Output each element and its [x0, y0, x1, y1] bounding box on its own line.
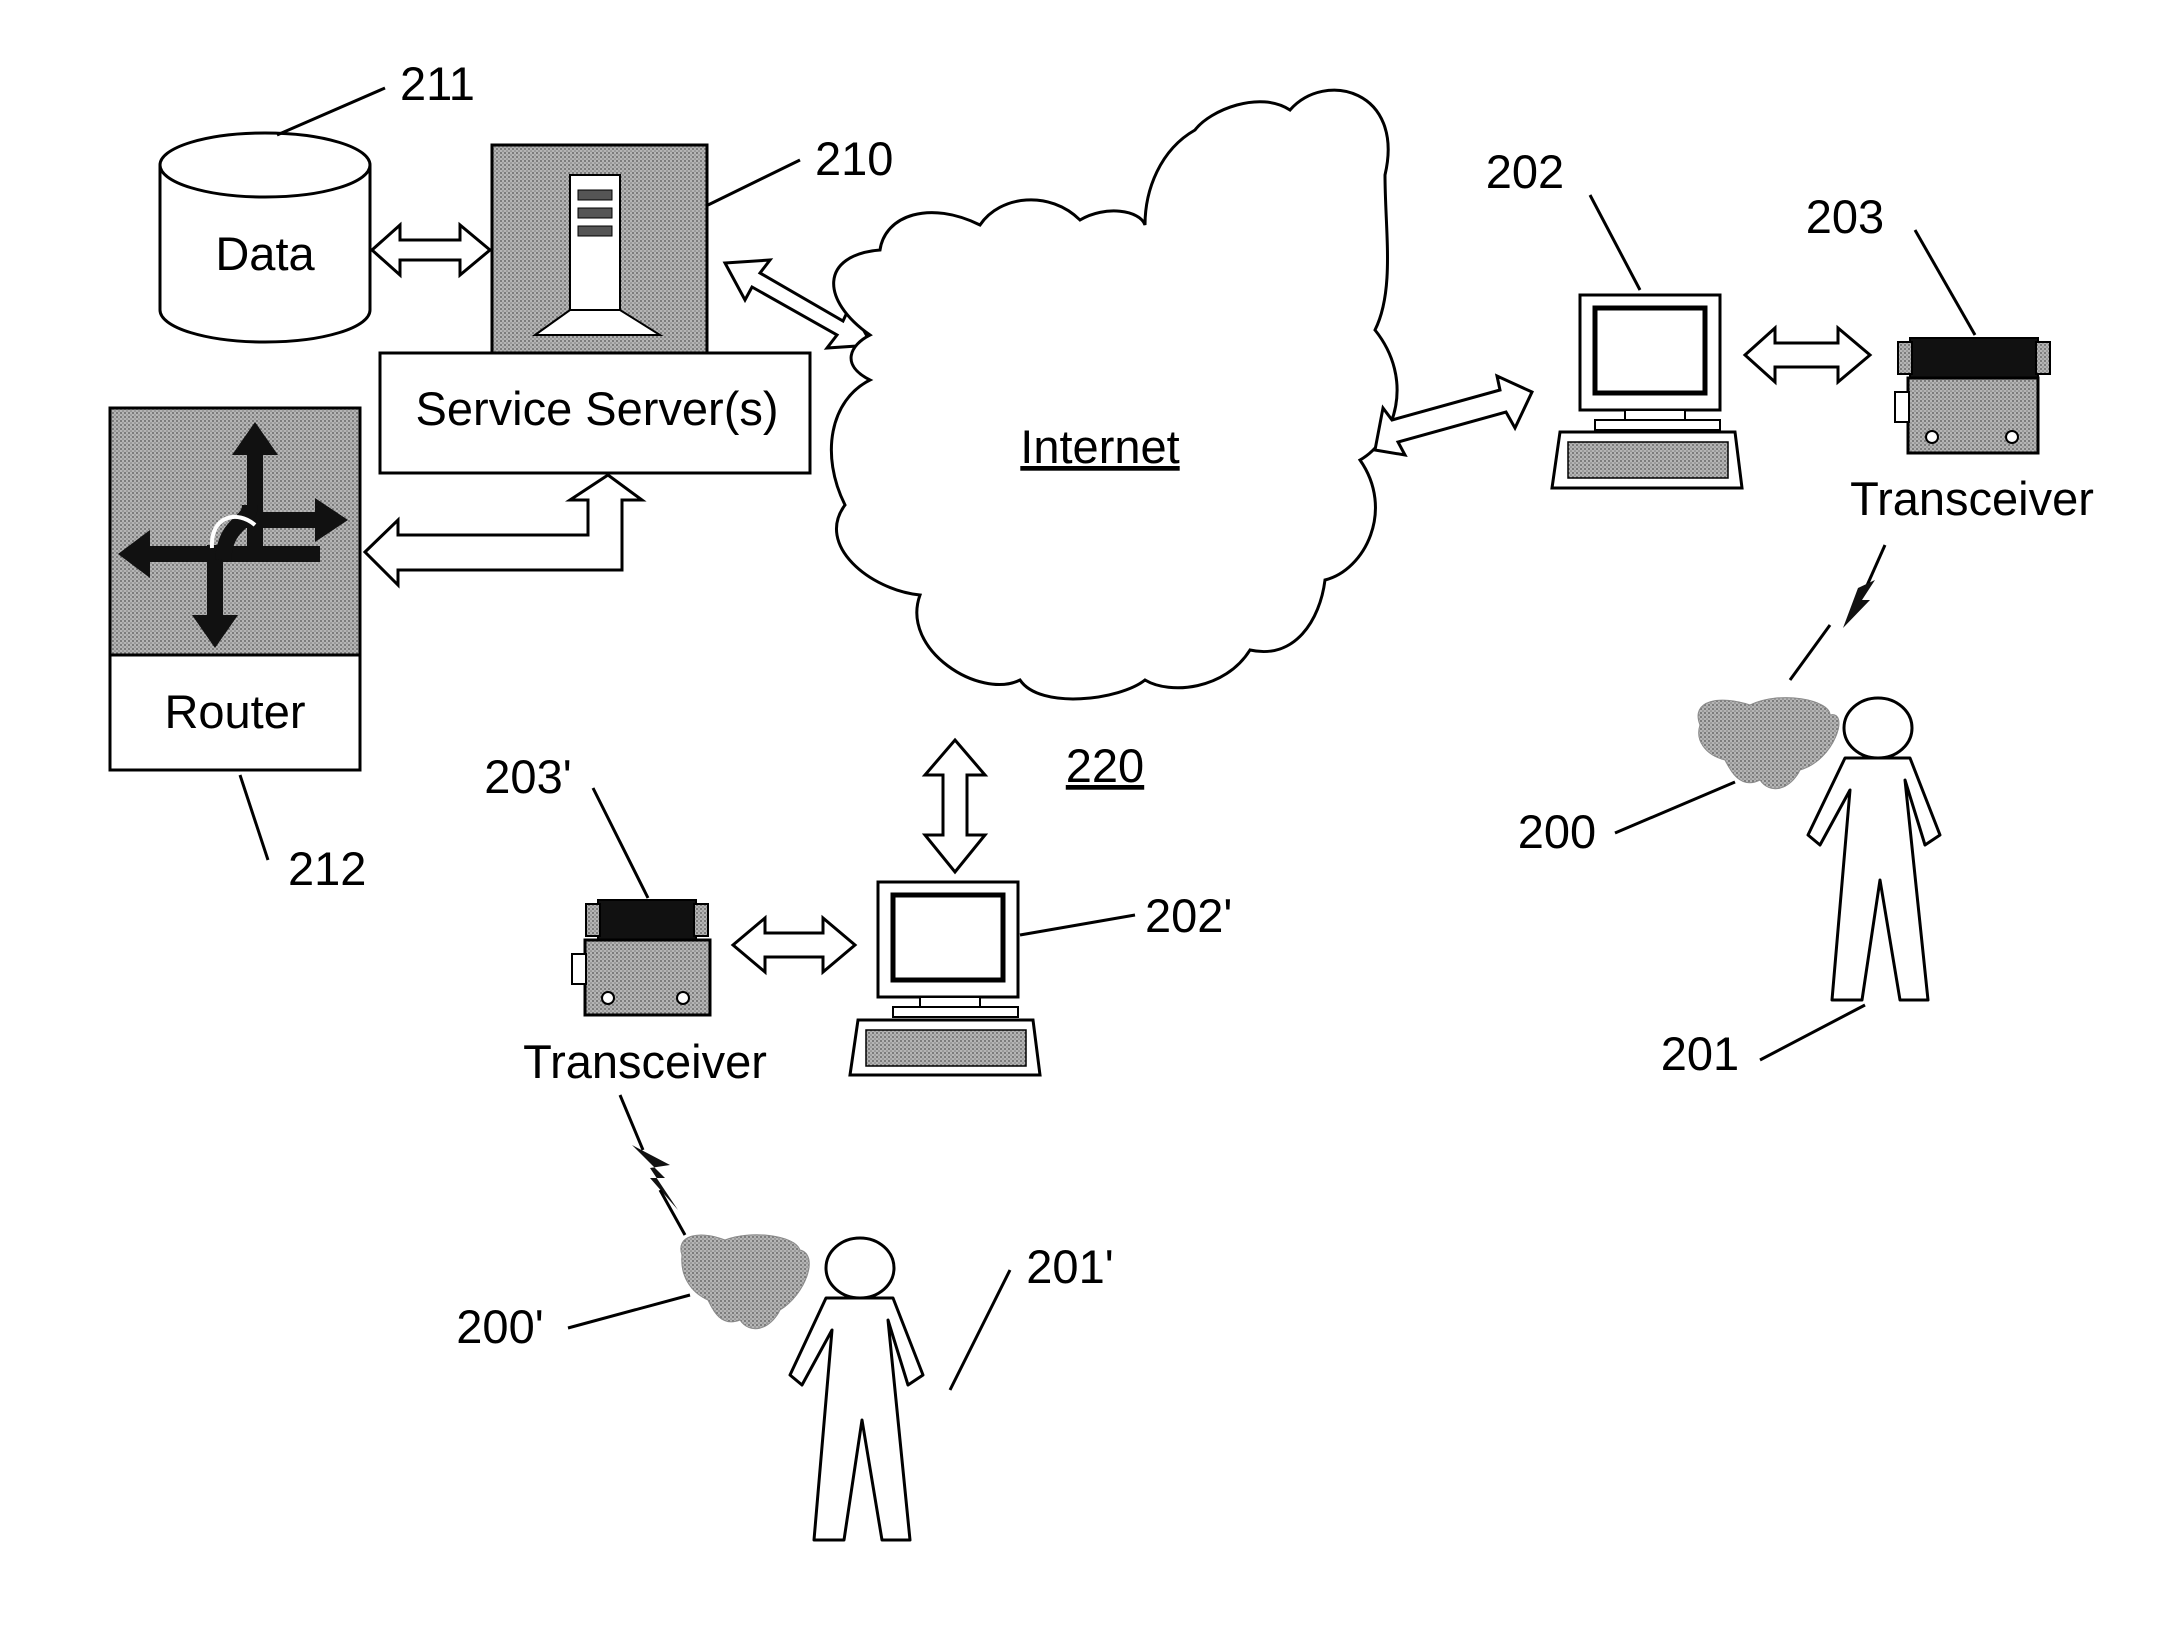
transceiver-right: Transceiver [1850, 337, 2094, 525]
arrow-data-server [369, 221, 493, 279]
server-tower-icon [531, 174, 664, 336]
ref-210: 210 [707, 132, 893, 207]
ref-203-prime-label: 203' [484, 750, 571, 803]
transceiver-right-label: Transceiver [1850, 472, 2094, 525]
ref-202-prime: 202' [1019, 889, 1232, 942]
person-left-icon [788, 1236, 925, 1542]
ref-200-prime: 200' [456, 1293, 691, 1353]
ref-203: 203 [1806, 190, 1977, 336]
ref-200: 200 [1518, 780, 1736, 858]
ref-202-prime-label: 202' [1145, 889, 1232, 942]
service-server-label: Service Server(s) [415, 382, 778, 435]
internet-label: Internet [1020, 420, 1179, 473]
heart-device-left-icon [680, 1234, 810, 1330]
router-crossed-arrows-icon [118, 422, 348, 648]
internet-cloud: Internet [829, 88, 1399, 701]
ref-211-label: 211 [400, 57, 475, 110]
ref-201: 201 [1661, 1003, 1866, 1080]
arrow-internet-computer-left [921, 737, 989, 875]
transceiver-left-label: Transceiver [523, 1035, 767, 1088]
ref-210-label: 210 [815, 132, 893, 185]
ref-201-prime-label: 201' [1026, 1240, 1113, 1293]
ref-200-label: 200 [1518, 805, 1596, 858]
ref-202: 202 [1486, 145, 1642, 291]
person-right-icon [1806, 696, 1942, 1002]
ref-212: 212 [238, 774, 366, 895]
ref-220-label: 220 [1066, 739, 1144, 792]
router-label: Router [164, 685, 305, 738]
wireless-signal-right-icon [1788, 544, 1887, 681]
transceiver-left: Transceiver [523, 899, 767, 1088]
arrow-computer-transceiver-right [1742, 324, 1873, 386]
ref-211: 211 [276, 57, 475, 137]
ref-202-label: 202 [1486, 145, 1564, 198]
wireless-signal-left-icon [618, 1094, 687, 1236]
heart-device-right-icon [1697, 697, 1840, 790]
ref-212-label: 212 [288, 842, 366, 895]
computer-right [1550, 293, 1744, 490]
service-server: Service Server(s) [378, 143, 812, 475]
arrow-internet-computer-right [1373, 373, 1535, 457]
ref-201-label: 201 [1661, 1027, 1739, 1080]
ref-200-prime-label: 200' [456, 1300, 543, 1353]
data-store: Data [158, 131, 372, 344]
data-store-label: Data [215, 227, 315, 280]
computer-left [848, 880, 1042, 1077]
arrow-transceiver-computer-left [730, 914, 858, 976]
ref-203-prime: 203' [484, 750, 650, 899]
arrow-router-server [362, 473, 647, 589]
router: Router [108, 406, 362, 772]
ref-203-label: 203 [1806, 190, 1884, 243]
ref-201-prime: 201' [948, 1240, 1114, 1391]
